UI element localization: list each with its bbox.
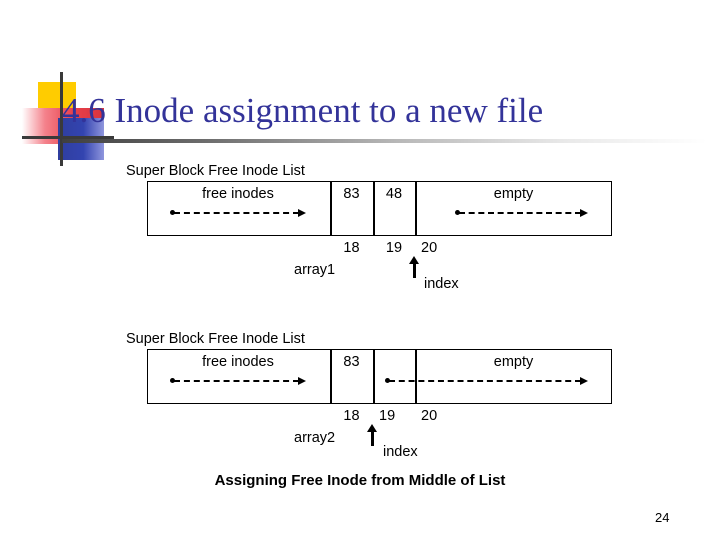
super-block-header-2: Super Block Free Inode List bbox=[126, 331, 305, 347]
decor-vertical-line bbox=[60, 72, 63, 166]
page-number: 24 bbox=[655, 510, 670, 525]
title-divider-rule bbox=[62, 139, 707, 143]
free-inodes-span-arrow-2 bbox=[170, 377, 306, 386]
empty-span-arrow-2 bbox=[385, 377, 588, 386]
cell-label-83-1: 83 bbox=[343, 186, 360, 202]
cell-divider-18 bbox=[330, 182, 332, 235]
axis-number-19-2: 19 bbox=[379, 408, 396, 424]
free-inodes-span-arrow-1 bbox=[170, 209, 306, 218]
index-pointer-arrow-2 bbox=[367, 424, 378, 446]
cell-divider-19 bbox=[373, 182, 375, 235]
empty-span-arrow-1 bbox=[455, 209, 588, 218]
inode-list-table-1 bbox=[147, 181, 612, 236]
axis-number-18-2: 18 bbox=[343, 408, 360, 424]
cell-label-free-inodes-2: free inodes bbox=[202, 354, 274, 370]
cell-label-empty-2: empty bbox=[493, 354, 534, 370]
array-name-label-1: array1 bbox=[294, 262, 336, 278]
axis-number-20-2: 20 bbox=[421, 408, 438, 424]
cell-label-83-2: 83 bbox=[343, 354, 360, 370]
index-label-1: index bbox=[424, 276, 459, 292]
cell-divider-20-2 bbox=[415, 350, 417, 403]
super-block-header-1: Super Block Free Inode List bbox=[126, 163, 305, 179]
cell-label-empty-1: empty bbox=[493, 186, 534, 202]
axis-number-19-1: 19 bbox=[385, 240, 403, 256]
cell-divider-19-2 bbox=[373, 350, 375, 403]
decor-horizontal-line bbox=[22, 136, 114, 139]
axis-number-20-1: 20 bbox=[421, 240, 438, 256]
axis-number-18-1: 18 bbox=[343, 240, 360, 256]
cell-divider-18-2 bbox=[330, 350, 332, 403]
index-label-2: index bbox=[383, 444, 418, 460]
index-pointer-arrow-1 bbox=[409, 256, 420, 278]
figure-caption: Assigning Free Inode from Middle of List bbox=[214, 472, 506, 489]
array-name-label-2: array2 bbox=[294, 430, 336, 446]
inode-list-table-2 bbox=[147, 349, 612, 404]
cell-label-free-inodes-1: free inodes bbox=[202, 186, 274, 202]
cell-label-48-1: 48 bbox=[385, 186, 403, 202]
cell-divider-20 bbox=[415, 182, 417, 235]
page-title: 4.6 Inode assignment to a new file bbox=[62, 91, 544, 130]
